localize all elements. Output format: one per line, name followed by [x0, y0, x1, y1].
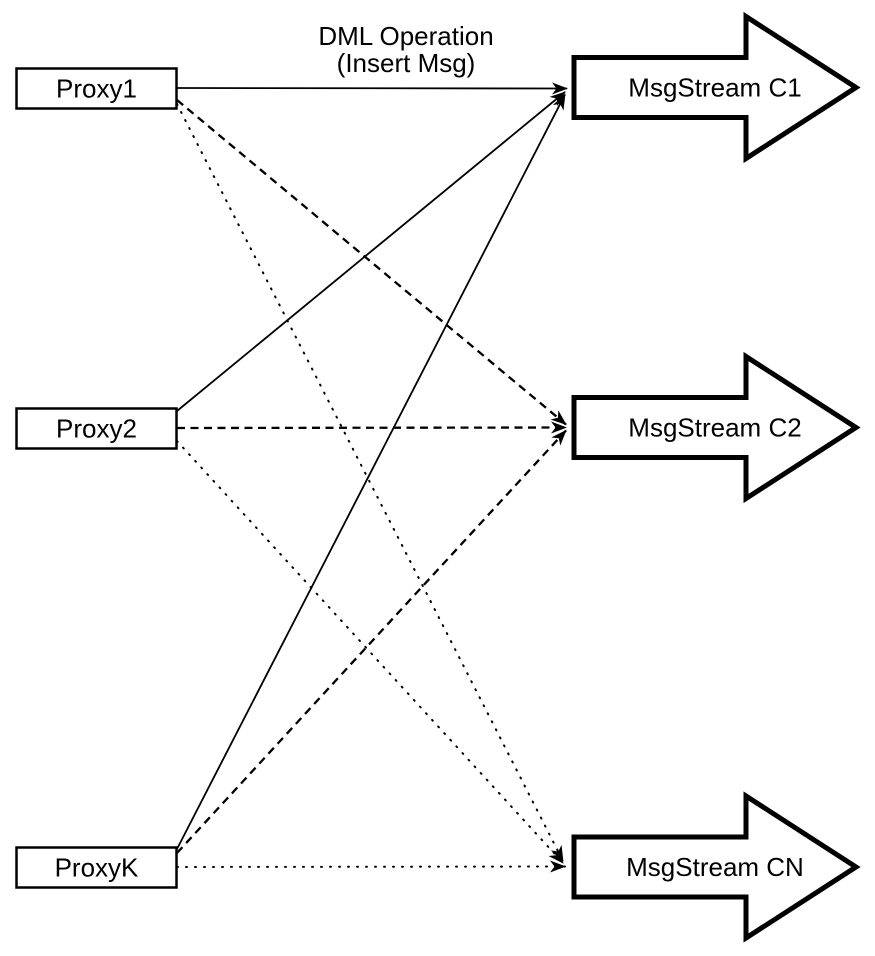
msgstream-c1-label: MsgStream C1 [628, 73, 801, 103]
msgstream-cn-label: MsgStream CN [626, 852, 804, 882]
dml-operation-annotation-line1: DML Operation [318, 21, 493, 51]
edge-proxy2-to-c1 [176, 91, 566, 412]
proxy1-label: Proxy1 [56, 74, 137, 104]
edge-proxyk-to-c1 [176, 93, 566, 850]
proxyk-label: ProxyK [55, 853, 139, 883]
msgstream-cn-arrow [571, 791, 861, 943]
edge-proxyk-to-c2 [176, 429, 567, 854]
msgstream-c2-arrow [571, 351, 861, 504]
dml-operation-annotation-line2: (Insert Msg) [337, 48, 476, 78]
edge-proxy1-to-cn [176, 103, 564, 862]
edge-proxy2-to-cn [176, 440, 564, 864]
proxy2-box [15, 407, 178, 450]
proxyk-box [15, 846, 178, 889]
proxy2-label: Proxy2 [56, 414, 137, 444]
proxy1-box [15, 67, 178, 110]
edge-proxy1-to-c2 [176, 99, 567, 426]
msgstream-c1-arrow [571, 11, 861, 164]
edge-proxy1-to-c1 [176, 82, 568, 95]
edge-proxy2-to-c2 [176, 421, 567, 434]
msgstream-c2-label: MsgStream C2 [628, 413, 801, 443]
edge-proxyk-to-cn [176, 860, 566, 873]
